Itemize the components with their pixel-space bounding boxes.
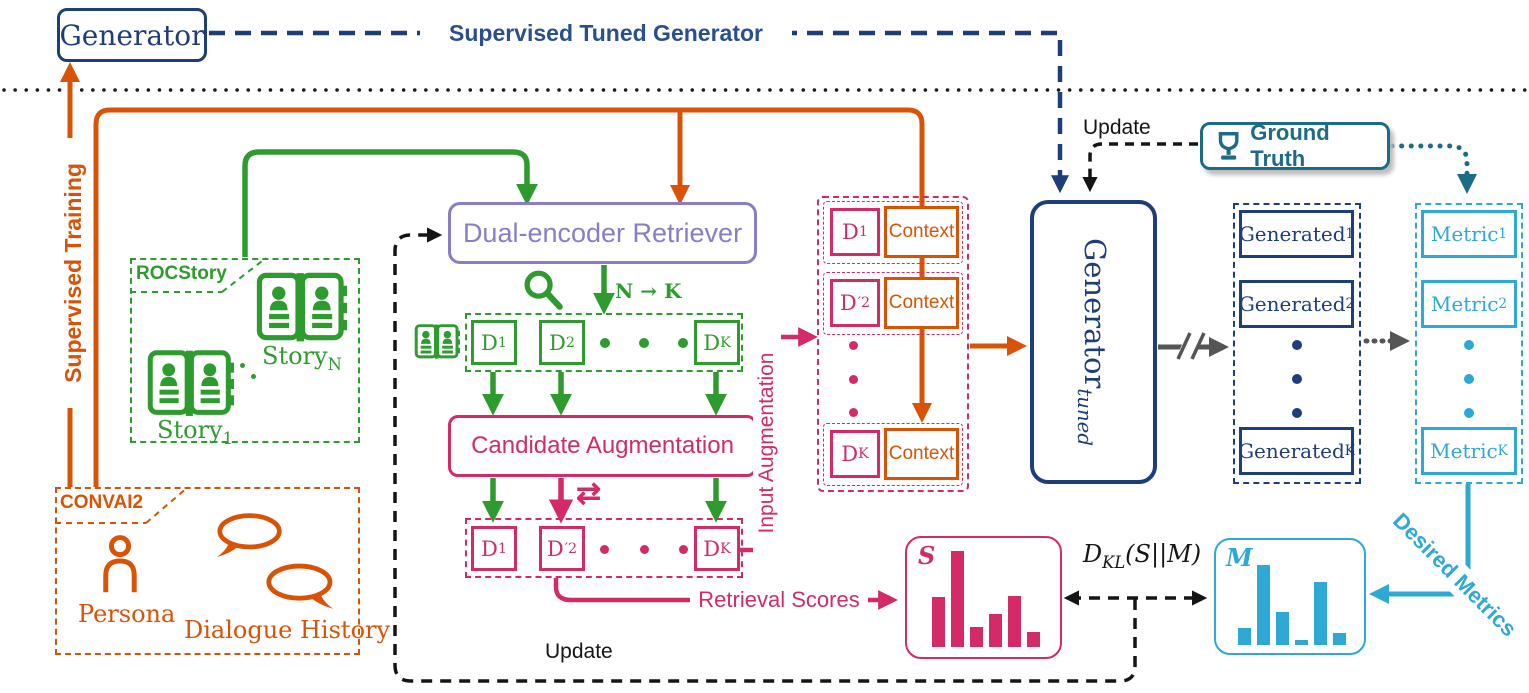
chart-bar: [1276, 612, 1289, 645]
generator-box: Generator: [57, 8, 207, 62]
generator-box-label: Generator: [59, 18, 205, 52]
break-slash-1: [1176, 332, 1192, 360]
chart-bar: [1008, 596, 1021, 647]
update-bottom-label: Update: [545, 640, 613, 663]
candidate-augmentation-box: Candidate Augmentation: [448, 415, 757, 477]
chart-bar: [970, 627, 983, 647]
chart-bar: [1257, 565, 1270, 645]
convai2-group: [55, 487, 360, 655]
groundtruth-to-metric-wire: [1389, 143, 1477, 194]
input-row3-context-box: Context: [884, 428, 959, 480]
chart-bar: [932, 597, 945, 647]
s-chart-bars: [925, 547, 1047, 647]
ground-truth-box: Ground Truth: [1200, 120, 1390, 171]
story-n-label: StoryN: [262, 342, 342, 374]
rocstory-tab-label: ROCStory: [136, 263, 227, 284]
chart-bar: [1295, 640, 1308, 645]
story-ellipsis-dot: [251, 374, 256, 379]
metric-column: [1415, 203, 1523, 484]
persona-label: Persona: [78, 600, 176, 628]
m-chart-label: M: [1226, 543, 1253, 572]
supervised-training-label: Supervised Training: [59, 138, 87, 408]
update-retriever-wire: [393, 227, 1137, 683]
update-generator-wire: [1082, 142, 1198, 193]
dual-encoder-retriever-box: Dual-encoder Retriever: [448, 202, 757, 264]
chart-bar: [989, 614, 1002, 647]
m-chart-bars: [1230, 552, 1354, 645]
supervised-tuned-generator-label: Supervised Tuned Generator: [420, 18, 792, 48]
rocstory-tab-outline: [130, 257, 267, 293]
generator-tuned-label: Generatortuned: [1073, 238, 1113, 446]
story-ellipsis-dot: [240, 363, 245, 368]
storybook-n-icon: [256, 272, 347, 342]
speech-bubble-icon: [266, 563, 334, 609]
generated-ellipsis: [1290, 340, 1303, 418]
augdoc-d2p-box: D′2: [539, 526, 585, 571]
convai2-tab-label: CONVAI2: [60, 492, 144, 513]
input-row2-context-box: Context: [884, 277, 959, 329]
chart-bar: [1314, 582, 1327, 645]
rocstory-to-retriever-wire: [242, 149, 538, 257]
chart-bar: [951, 551, 964, 647]
story-1-label: Story1: [157, 416, 233, 448]
convai2-tab-outline: [55, 486, 189, 524]
augmented-docs-row: [465, 518, 743, 578]
trophy-icon: [1218, 132, 1239, 160]
retrieval-scores-wire: [553, 578, 898, 610]
retriever-label: Dual-encoder Retriever: [462, 217, 743, 248]
dialogue-history-label: Dialogue History: [184, 616, 391, 644]
storybook-small-icon: [414, 324, 460, 359]
input-augmentation-label: Input Augmentation: [753, 328, 781, 558]
break-slash-2: [1190, 332, 1206, 360]
context-rail-wire: [93, 107, 932, 487]
candidate-augmentation-label: Candidate Augmentation: [471, 432, 734, 459]
input-rows-ellipsis: [847, 341, 859, 417]
update-top-label: Update: [1083, 116, 1151, 139]
input-row1-context-box: Context: [884, 206, 959, 258]
chart-bar: [1333, 633, 1346, 645]
metric-ellipsis: [1462, 340, 1475, 418]
augdocs-ellipsis: [600, 543, 688, 555]
kl-divergence-label: DKL(S||M): [1082, 540, 1202, 572]
generator-tuned-box: [1030, 200, 1157, 484]
storybook-1-icon: [147, 350, 234, 416]
input-row-2: [823, 272, 963, 335]
swap-icon: ⇄: [576, 477, 602, 510]
s-chart-label: S: [918, 541, 936, 570]
augmented-input-group: [817, 196, 969, 492]
chart-bar: [1027, 632, 1040, 647]
persona-icon: [103, 535, 137, 593]
input-row-1: [823, 201, 963, 264]
input-row-3: [823, 423, 963, 486]
break-gap: [1175, 327, 1203, 365]
rocstory-group: [130, 258, 360, 443]
chart-bar: [1238, 628, 1251, 645]
speech-bubble-icon: [216, 513, 282, 558]
docs-ellipsis: [600, 337, 688, 349]
n-to-k-label: N → K: [615, 279, 682, 303]
input-row2-d-box: D′2: [830, 279, 880, 327]
generated-column: [1233, 203, 1361, 484]
search-icon: [524, 270, 563, 310]
ground-truth-label: Ground Truth: [1250, 120, 1330, 171]
retrieval-scores-label: Retrieval Scores: [690, 586, 868, 614]
